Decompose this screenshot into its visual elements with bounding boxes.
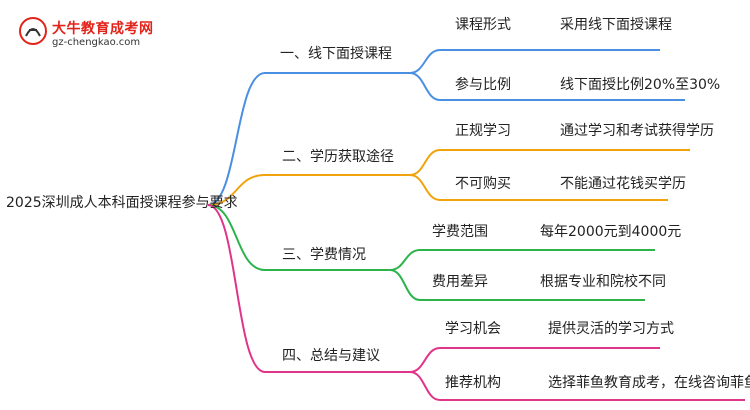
- logo-name: 大牛教育成考网: [52, 21, 154, 37]
- leaf-detail-3-2: 根据专业和院校不同: [540, 274, 666, 290]
- connector-leaf-2-2: [409, 174, 668, 201]
- leaf-node-2-2: 不可购买: [455, 176, 511, 192]
- leaf-detail-1-2: 线下面授比例20%至30%: [560, 77, 721, 93]
- connector-branch-3: [207, 204, 390, 271]
- branch-node-4: 四、总结与建议: [282, 348, 380, 364]
- leaf-node-3-1: 学费范围: [432, 224, 488, 240]
- leaf-detail-2-2: 不能通过花钱买学历: [560, 176, 686, 192]
- leaf-detail-4-2: 选择菲鱼教育成考，在线咨询菲鱼老师: [548, 375, 750, 391]
- connector-leaf-1-1: [409, 49, 660, 74]
- leaf-node-4-2: 推荐机构: [445, 375, 501, 391]
- connector-branch-2: [207, 174, 410, 206]
- connector-branch-1: [207, 72, 410, 206]
- branch-node-2: 二、学历获取途径: [282, 149, 394, 165]
- connector-leaf-4-1: [409, 347, 660, 373]
- connector-leaf-3-1: [389, 249, 655, 271]
- leaf-node-1-1: 课程形式: [455, 17, 511, 33]
- connector-branch-4: [207, 204, 410, 373]
- branch-node-3: 三、学费情况: [282, 247, 366, 263]
- connector-leaf-1-2: [409, 72, 685, 101]
- logo-url: gz-chengkao.com: [52, 37, 141, 48]
- leaf-node-2-1: 正规学习: [455, 123, 511, 139]
- leaf-detail-3-1: 每年2000元到4000元: [540, 224, 682, 240]
- root-node: 2025深圳成人本科面授课程参与要求: [6, 195, 238, 211]
- leaf-detail-1-1: 采用线下面授课程: [560, 17, 672, 33]
- leaf-detail-2-1: 通过学习和考试获得学历: [560, 123, 714, 139]
- connector-leaf-2-1: [409, 149, 690, 176]
- connector-leaf-3-2: [389, 269, 645, 301]
- leaf-node-3-2: 费用差异: [432, 274, 488, 290]
- leaf-node-1-2: 参与比例: [455, 77, 511, 93]
- leaf-node-4-1: 学习机会: [445, 321, 501, 337]
- branch-node-1: 一、线下面授课程: [280, 46, 392, 62]
- connector-leaf-4-2: [409, 371, 745, 401]
- logo-mark-icon: [19, 17, 47, 45]
- site-logo[interactable]: 大牛教育成考网 gz-chengkao.com: [12, 12, 172, 52]
- leaf-detail-4-1: 提供灵活的学习方式: [548, 321, 674, 337]
